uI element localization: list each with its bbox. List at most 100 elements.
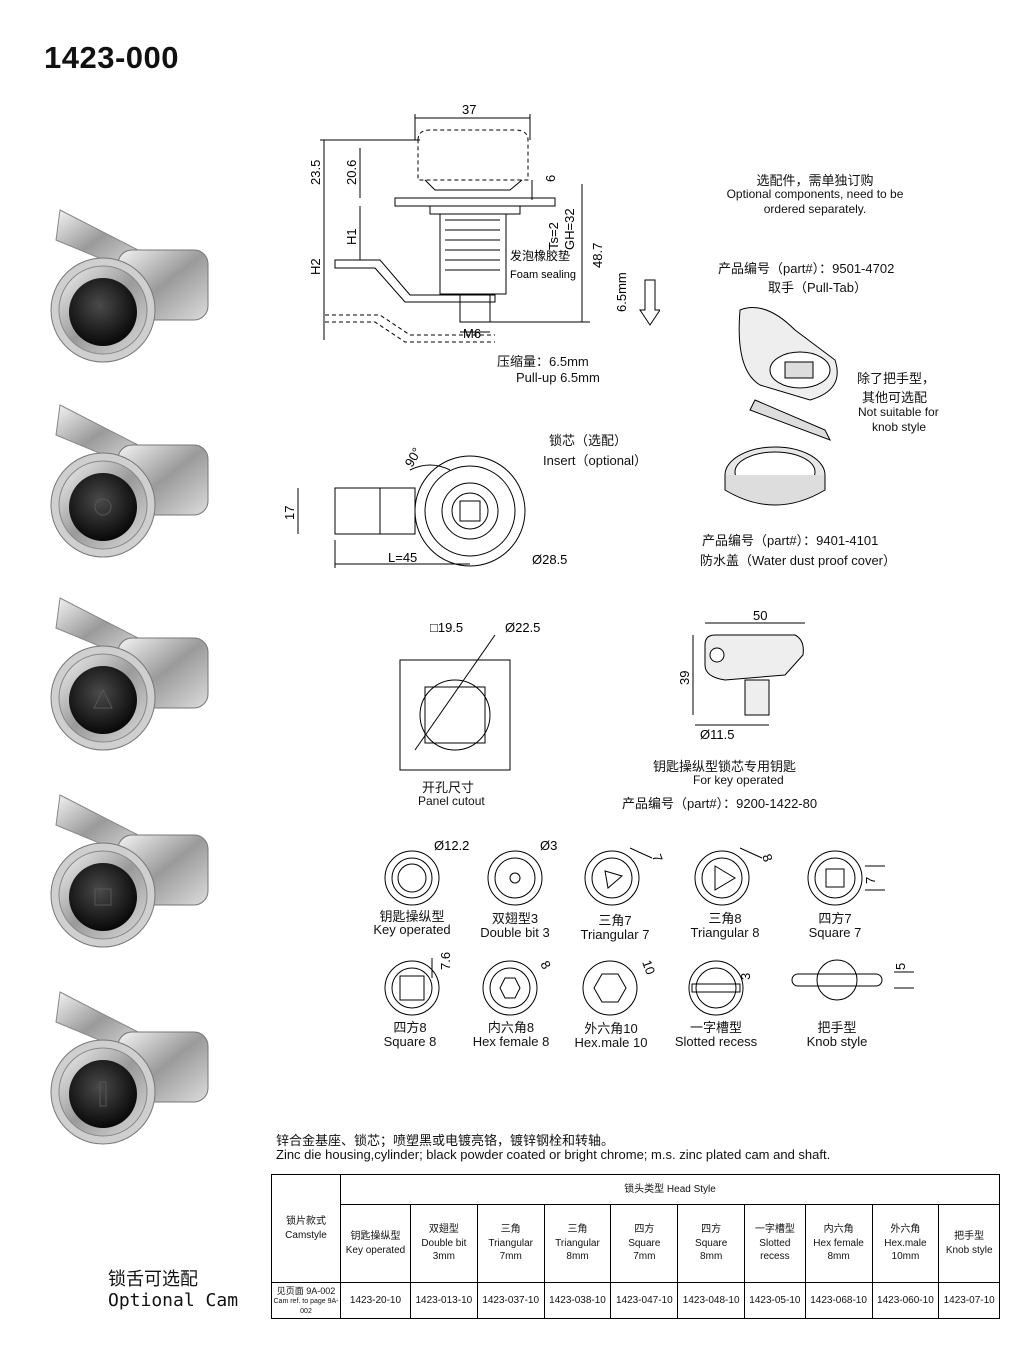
head-tri8-cn: 三角8 (708, 911, 742, 926)
head-style-col-cn: 一字槽型 (754, 1224, 795, 1236)
pull-arrow-icon (639, 279, 660, 326)
head-style-col-en: Square (628, 1237, 661, 1249)
optional-components-cn: 选配件，需单独订购 (756, 173, 874, 188)
head-key-en: Key operated (373, 922, 451, 937)
dim-11-5: Ø11.5 (700, 727, 734, 742)
head-sq8-en: Square 8 (383, 1034, 437, 1049)
optional-cam-cn: 锁舌可选配 (108, 1269, 198, 1290)
dim-6: 6 (543, 175, 558, 182)
head-style-col-en2: 7mm (499, 1251, 522, 1263)
dim-50: 50 (753, 608, 767, 623)
head-tri7-en: Triangular 7 (580, 927, 650, 942)
head-style-col-cn: 四方 (634, 1224, 655, 1236)
dim-h1: H1 (344, 228, 359, 245)
pullup-en: Pull-up 6.5mm (516, 370, 600, 385)
head-knob-en: Knob style (806, 1034, 868, 1049)
head-styles-row1: Ø12.2 Ø3 7 8 7 钥匙操纵型 Key operated 双翅型3 D… (360, 836, 920, 946)
head-key-cn: 钥匙操纵型 (379, 909, 445, 924)
head-style-col-en: Key operated (345, 1244, 406, 1256)
dim-39: 39 (677, 671, 692, 685)
part-code-cell: 1423-07-10 (938, 1281, 1000, 1320)
dustcover-name: 防水盖（Water dust proof cover） (700, 553, 897, 568)
foam-label-cn: 发泡橡胶垫 (510, 248, 570, 263)
head-sq7-en: Square 7 (808, 925, 862, 940)
head-knob-cn: 把手型 (817, 1020, 857, 1035)
head-slot-en: Slotted recess (674, 1034, 758, 1049)
dim-h2: H2 (308, 258, 323, 275)
lock-photo-double-bit (50, 404, 209, 558)
head-sq8-dim: 7.6 (438, 952, 453, 970)
page-title: 1423-000 (44, 40, 180, 75)
head-tri8-en: Triangular 8 (690, 925, 760, 940)
dim-23-5: 23.5 (308, 160, 323, 185)
head-key-dim: Ø12.2 (434, 838, 469, 853)
pullup-cn: 压缩量：6.5mm (497, 354, 589, 369)
head-style-col-en: Hex.male (884, 1237, 927, 1249)
optional-cam-en: Optional Cam (108, 1290, 239, 1311)
pulltab-note-cn2: 其他可选配 (862, 390, 928, 405)
head-slot-dim: 3 (738, 973, 753, 980)
part-code-cell: 1423-05-10 (744, 1281, 806, 1320)
head-hexm10-dim: 10 (639, 958, 658, 977)
optional-components-en2: ordered separately. (763, 202, 867, 216)
part-code-cell: 1423-20-10 (340, 1281, 411, 1320)
head-tri7-dim: 7 (649, 852, 666, 864)
head-style-col-en2: 3mm (432, 1251, 455, 1263)
cam-ref-cell: 见页面 9A-002 Cam ref. to page 9A-002 (271, 1281, 341, 1320)
pulltab-and-cover-drawing (724, 307, 838, 506)
key-label-en: For key operated (693, 773, 784, 787)
head-hexm10-en: Hex.male 10 (574, 1035, 648, 1050)
dim-17: 17 (282, 506, 297, 520)
head-hexf8-dim: 8 (537, 958, 554, 972)
key-label-cn: 钥匙操纵型锁芯专用钥匙 (653, 759, 797, 774)
dim-19-5: □19.5 (430, 620, 463, 635)
head-tri7-cn: 三角7 (598, 913, 632, 928)
part-code-cell: 1423-038-10 (543, 1281, 612, 1320)
head-style-col-cn: 四方 (701, 1224, 722, 1236)
dim-m6: M6 (463, 326, 481, 341)
head-style-col-cn: 三角 (500, 1224, 521, 1236)
head-slot-cn: 一字槽型 (689, 1020, 742, 1035)
material-en: Zinc die housing,cylinder; black powder … (276, 1147, 831, 1162)
part-code-cell: 1423-013-10 (409, 1281, 478, 1320)
head-style-col-0: 钥匙操纵型 Key operated (340, 1204, 411, 1283)
lock-photo-key (50, 209, 209, 363)
part-code-cell: 1423-068-10 (804, 1281, 873, 1320)
cutout-label-cn: 开孔尺寸 (422, 780, 475, 795)
dim-37: 37 (462, 102, 476, 117)
pulltab-note-cn1: 除了把手型， (857, 371, 936, 386)
lock-photo-square (50, 794, 209, 948)
optional-components-en1: Optional components, need to be (726, 187, 904, 201)
head-style-col-cn: 外六角 (890, 1224, 921, 1236)
head-hexm10-cn: 外六角10 (584, 1021, 638, 1036)
head-hexf8-en: Hex female 8 (472, 1034, 550, 1049)
cam-ref-en: Cam ref. to page 9A-002 (273, 1298, 339, 1315)
head-style-col-en2: 8mm (700, 1251, 723, 1263)
lock-photo-slotted (50, 991, 209, 1145)
head-style-col-en: Square (695, 1237, 728, 1249)
key-part: 产品编号（part#）：9200-1422-80 (622, 796, 818, 811)
head-sq7-cn: 四方7 (818, 911, 852, 926)
head-double-bit-en: Double bit 3 (480, 925, 550, 940)
key-drawing: 50 39 Ø11.5 (677, 608, 805, 742)
dustcover-part: 产品编号（part#）：9401-4101 (702, 533, 879, 548)
dim-6-5mm: 6.5mm (614, 272, 629, 312)
head-double-bit-dim: Ø3 (540, 838, 557, 853)
camstyle-en: Camstyle (285, 1229, 327, 1241)
head-style-col-en2: 7mm (633, 1251, 656, 1263)
dim-20-6: 20.6 (344, 160, 359, 185)
part-code-cell: 1423-037-10 (476, 1281, 545, 1320)
camstyle-header: 锁片款式 Camstyle (271, 1174, 341, 1283)
head-style-col-en2: 8mm (566, 1251, 589, 1263)
panel-cutout-drawing: □19.5 Ø22.5 (399, 620, 540, 771)
head-style-col-en2: 8mm (827, 1251, 850, 1263)
head-style-col-en: Slotted (759, 1237, 791, 1249)
head-style-col-cn: 钥匙操纵型 (350, 1231, 401, 1242)
head-sq7-dim: 7 (863, 877, 878, 884)
